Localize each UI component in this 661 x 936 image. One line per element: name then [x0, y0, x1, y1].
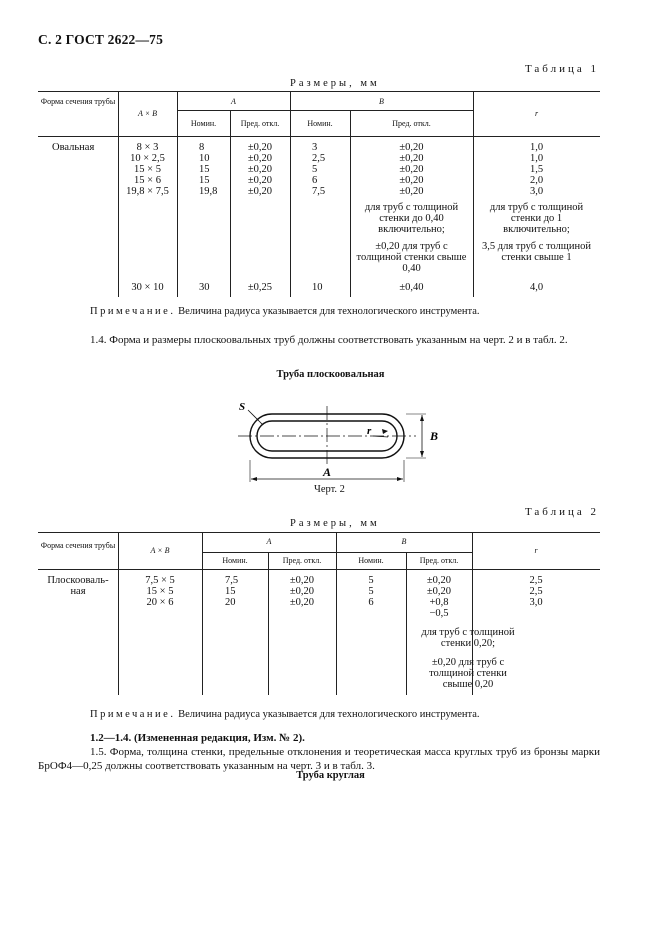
table1-sizes: Размеры, мм: [290, 78, 380, 89]
para-1-2-1-4: 1.2—1.4. (Измененная редакция, Изм. № 2)…: [90, 732, 305, 744]
table2-sizes: Размеры, мм: [290, 518, 380, 529]
note2: Примечание. Величина радиуса указывается…: [90, 709, 480, 720]
r-leader: [372, 435, 389, 438]
label-a: A: [322, 465, 331, 479]
t1-header-r: r: [534, 109, 539, 118]
figure-title: Труба плоскоовальная: [276, 369, 385, 380]
t1-r-note1: для труб с толщиной стенки до 1 включите…: [489, 202, 584, 235]
t2-header-a-pred: Пред. откл.: [282, 556, 322, 565]
page-header: С. 2 ГОСТ 2622—75: [38, 32, 164, 47]
t1-last-b-nom: 10: [312, 282, 323, 293]
t1-header-b: B: [379, 97, 384, 106]
t1-header-form: Форма сечения трубы: [40, 97, 116, 106]
t1-header-a-nom: Номин.: [190, 119, 217, 128]
label-s: S: [239, 401, 245, 413]
t1-last-r: 4,0: [529, 282, 544, 293]
t2-header-form: Форма сечения трубы: [40, 541, 116, 550]
t1-r-note2: 3,5 для труб с толщиной стенки свыше 1: [482, 241, 591, 263]
t2-header-axb: A × B: [150, 546, 170, 555]
t1-last-b-pred: ±0,40: [399, 282, 424, 293]
next-figure-title: Труба круглая: [296, 770, 365, 781]
note1: Примечание. Величина радиуса указывается…: [90, 306, 480, 317]
t2-header-b-nom: Номин.: [358, 556, 384, 565]
t1-header-a: A: [231, 97, 236, 106]
t2-header-a: A: [266, 537, 272, 546]
t1-header-axb: A × B: [137, 109, 158, 118]
t2-b-pred-note1: для труб с толщиной стенки 0,20;: [421, 627, 515, 649]
s-leader: [247, 409, 264, 426]
t1-b-pred-note2: ±0,20 для труб с толщиной стенки свыше 0…: [356, 241, 467, 274]
figure-caption: Черт. 2: [314, 484, 345, 495]
table2-label: Таблица 2: [524, 506, 599, 518]
t1-last-axb: 30 × 10: [131, 282, 164, 293]
t1-col-b-pred: ±0,20±0,20±0,20±0,20±0,20: [399, 142, 424, 197]
t1-header-a-pred: Пред. откл.: [240, 119, 280, 128]
r-arrow: [382, 429, 388, 434]
t2-form-value: Плоскооваль-ная: [47, 575, 109, 597]
para-1-4: 1.4. Форма и размеры плоскоовальных труб…: [90, 334, 568, 346]
t1-header-b-nom: Номин.: [307, 119, 333, 128]
t1-header-b-pred: Пред. откл.: [392, 119, 431, 128]
t2-header-r: r: [534, 546, 538, 555]
label-r: r: [367, 425, 372, 437]
t2-col-b-pred: ±0,20±0,20+0,8−0,5: [426, 575, 452, 619]
table1-label: Таблица 1: [524, 63, 599, 75]
t2-header-b: B: [401, 537, 407, 546]
para-1-5: 1.5. Форма, толщина стенки, предельные о…: [38, 746, 600, 772]
t1-b-pred-note1: для труб с толщиной стенки до 0,40 включ…: [364, 202, 459, 235]
t2-header-b-pred: Пред. откл.: [419, 556, 459, 565]
t1-last-a-nom: 30: [199, 282, 210, 293]
t1-form-value: Овальная: [52, 142, 95, 153]
t2-b-pred-note2: ±0,20 для труб с толщиной стенки свыше 0…: [429, 657, 507, 690]
t1-col-a-pred: ±0,20±0,20±0,20±0,20±0,20: [247, 142, 273, 197]
t2-col-a-pred: ±0,20±0,20±0,20: [289, 575, 315, 608]
figure-flat-oval-tube: S r A B: [230, 396, 445, 501]
t1-last-a-pred: ±0,25: [247, 282, 273, 293]
label-b: B: [429, 429, 438, 443]
t2-header-a-nom: Номин.: [222, 556, 248, 565]
